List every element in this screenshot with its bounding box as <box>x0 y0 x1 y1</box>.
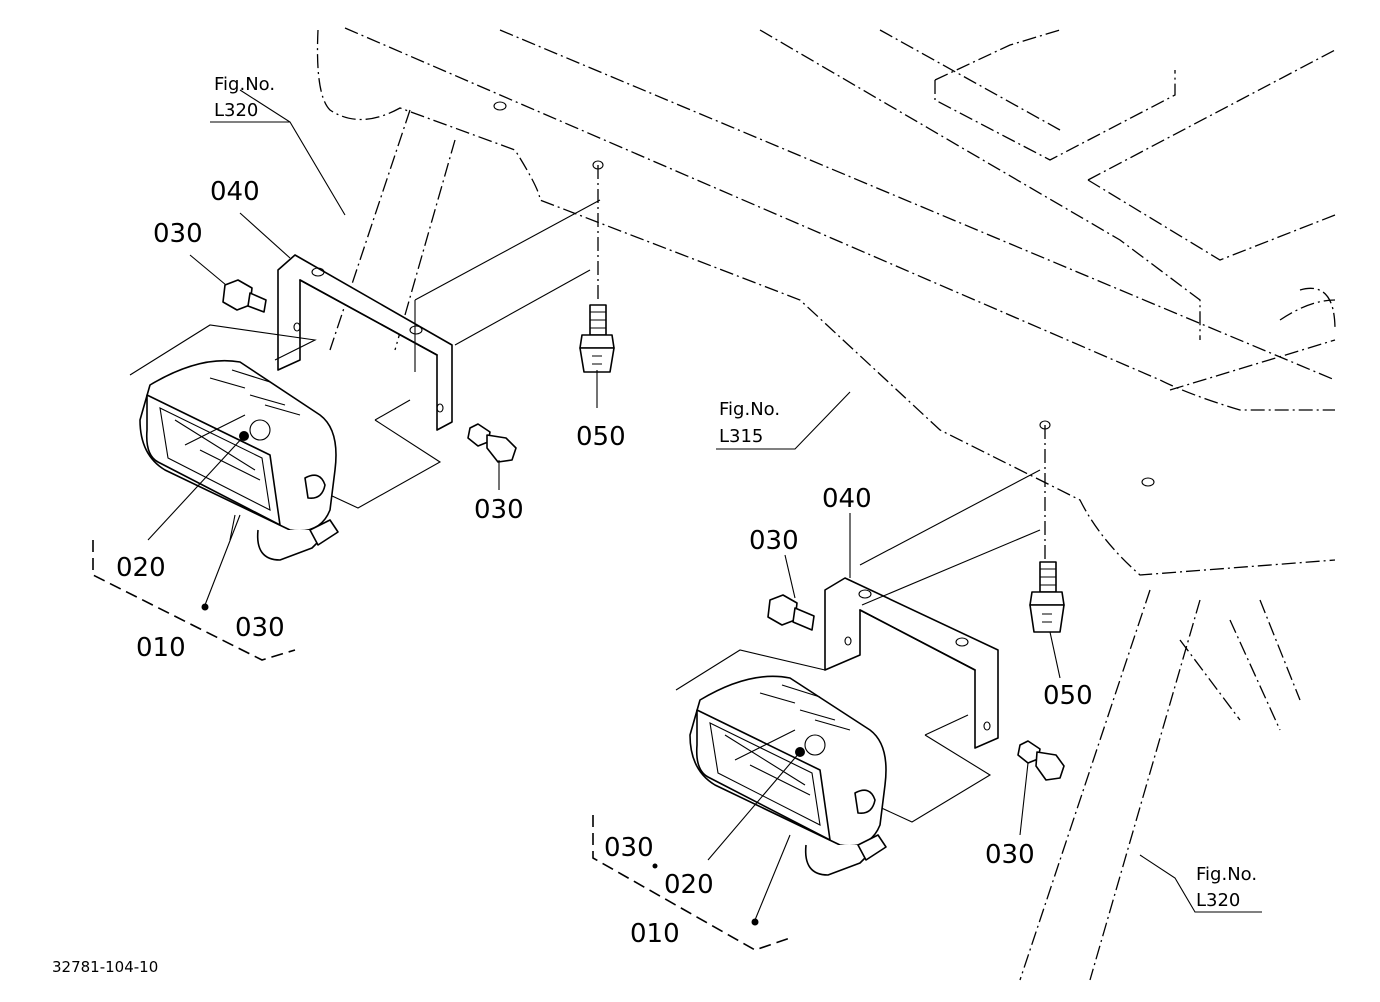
right-leader-lines <box>210 121 1262 926</box>
right-work-lamp <box>689 675 887 876</box>
fig-callout-bottom-title: Fig.No. <box>1196 864 1257 885</box>
right-lamp-bolt-part-number[interactable]: 030 <box>604 833 654 863</box>
left-bracket <box>277 254 453 431</box>
left-lamp-bolt-part-number[interactable]: 030 <box>235 613 285 643</box>
left-grommet <box>579 304 615 373</box>
left-lamp-assembly-bracket <box>92 540 296 661</box>
right-lower-bolt-part-number[interactable]: 030 <box>985 840 1035 870</box>
fig-callout-top-title: Fig.No. <box>214 74 275 95</box>
fig-callout-bottom-code[interactable]: L320 <box>1196 890 1240 911</box>
right-bracket <box>824 577 999 749</box>
right-grommet-part-number[interactable]: 050 <box>1043 681 1093 711</box>
right-upper-bolt <box>767 594 815 631</box>
left-work-lamp <box>139 359 339 561</box>
left-lamp-assembly-part-number[interactable]: 010 <box>136 633 186 663</box>
left-lamp-screw-part-number[interactable]: 020 <box>116 553 166 583</box>
left-hidden-lines <box>129 160 604 509</box>
drawing-code: 32781-104-10 <box>52 958 158 976</box>
right-bracket-part-number[interactable]: 040 <box>822 484 872 514</box>
right-hidden-lines <box>675 420 1051 823</box>
right-lamp-assembly-bracket <box>592 815 791 951</box>
fig-callout-middle-code[interactable]: L315 <box>719 426 763 447</box>
left-grommet-part-number[interactable]: 050 <box>576 422 626 452</box>
right-lower-bolt <box>1017 740 1065 781</box>
left-lower-bolt <box>467 423 517 463</box>
fig-callout-top-code[interactable]: L320 <box>214 100 258 121</box>
left-bracket-part-number[interactable]: 040 <box>210 177 260 207</box>
right-grommet <box>1029 561 1065 633</box>
fig-callout-middle-title: Fig.No. <box>719 399 780 420</box>
cab-roof-outline <box>316 27 1336 981</box>
left-lower-bolt-part-number[interactable]: 030 <box>474 495 524 525</box>
left-leader-lines <box>147 89 598 611</box>
left-upper-bolt <box>222 279 267 313</box>
right-lamp-screw-part-number[interactable]: 020 <box>664 870 714 900</box>
right-upper-bolt-part-number[interactable]: 030 <box>749 526 799 556</box>
left-upper-bolt-part-number[interactable]: 030 <box>153 219 203 249</box>
right-lamp-assembly-part-number[interactable]: 010 <box>630 919 680 949</box>
